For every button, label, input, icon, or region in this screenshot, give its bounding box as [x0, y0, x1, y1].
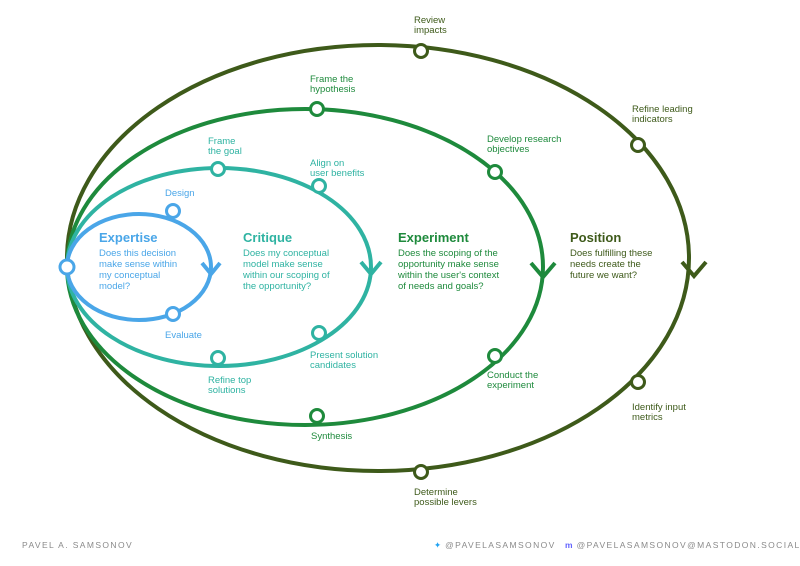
design-label: Design [165, 188, 195, 199]
twitter-handle[interactable]: ✦@PAVELASAMSONOV [434, 540, 556, 551]
align-user-benefits-label: Align on user benefits [310, 158, 365, 179]
mastodon-handle[interactable]: m@PAVELASAMSONOV@MASTODON.SOCIAL [565, 540, 800, 550]
conduct-experiment-label: Conduct the experiment [487, 370, 541, 391]
expertise-question: Does this decision make sense within my … [99, 248, 180, 292]
position-question: Does fulfilling these needs create the f… [570, 248, 655, 281]
critique-question: Does my conceptual model make sense with… [242, 248, 332, 292]
twitter-handle-text: @PAVELASAMSONOV [445, 540, 556, 550]
identify-input-metrics-node [630, 374, 646, 390]
develop-research-objectives-node [487, 164, 503, 180]
critique-direction-arrow [359, 260, 383, 278]
review-impacts-node [413, 43, 429, 59]
refine-leading-indicators-label: Refine leading indicators [632, 104, 695, 125]
experiment-question: Does the scoping of the opportunity make… [397, 248, 502, 292]
review-impacts-label: Review impacts [414, 15, 448, 36]
evaluate-label: Evaluate [165, 330, 202, 341]
conduct-experiment-node [487, 348, 503, 364]
evaluate-node [165, 306, 181, 322]
experiment-direction-arrow [529, 261, 557, 281]
frame-goal-label: Frame the goal [208, 136, 242, 157]
position-direction-arrow [680, 260, 708, 280]
author-credit: PAVEL A. SAMSONOV [22, 540, 134, 550]
design-node [165, 203, 181, 219]
identify-input-metrics-label: Identify input metrics [632, 402, 689, 423]
frame-goal-node [210, 161, 226, 177]
align-user-benefits-node [311, 178, 327, 194]
determine-possible-levers-label: Determine possible levers [414, 487, 477, 508]
determine-possible-levers-node [413, 464, 429, 480]
refine-leading-indicators-node [630, 137, 646, 153]
present-solution-candidates-node [311, 325, 327, 341]
position-loop: Review impacts Refine leading indicators… [65, 15, 708, 508]
position-title: Position [570, 230, 621, 245]
develop-research-objectives-label: Develop research objectives [487, 134, 564, 155]
refine-top-solutions-label: Refine top solutions [208, 375, 254, 396]
expertise-direction-arrow [200, 261, 222, 278]
expertise-title: Expertise [99, 230, 158, 245]
experiment-title: Experiment [398, 230, 469, 245]
origin-node [58, 258, 76, 276]
frame-hypothesis-node [309, 101, 325, 117]
present-solution-candidates-label: Present solution candidates [310, 350, 381, 371]
experiment-loop: Frame the hypothesis Develop research ob… [65, 74, 564, 442]
critique-title: Critique [243, 230, 292, 245]
twitter-bird-icon: ✦ [434, 540, 442, 550]
mastodon-handle-text: @PAVELASAMSONOV@MASTODON.SOCIAL [576, 540, 800, 550]
mastodon-icon: m [565, 540, 573, 550]
synthesis-node [309, 408, 325, 424]
refine-top-solutions-node [210, 350, 226, 366]
synthesis-label: Synthesis [311, 431, 352, 442]
frame-hypothesis-label: Frame the hypothesis [310, 74, 356, 95]
